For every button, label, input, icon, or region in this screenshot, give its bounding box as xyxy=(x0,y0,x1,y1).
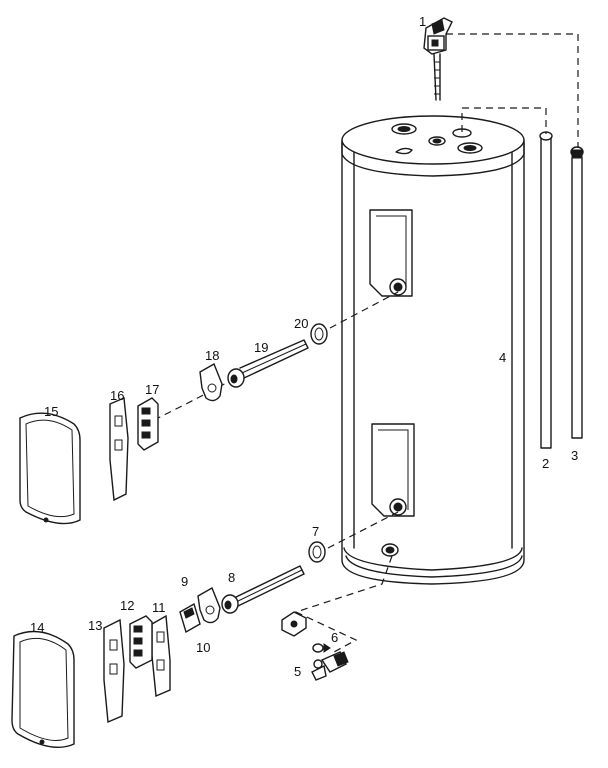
callout-7: 7 xyxy=(312,524,319,539)
relief-valve xyxy=(423,17,453,101)
drain-valve-5 xyxy=(311,651,349,681)
callout-6: 6 xyxy=(331,630,338,645)
upper-element-opening xyxy=(369,209,413,297)
callout-5: 5 xyxy=(294,664,301,679)
drain-washer-6 xyxy=(312,643,331,653)
callout-10: 10 xyxy=(196,640,210,655)
callout-14: 14 xyxy=(30,620,44,635)
upper-heating-element xyxy=(227,339,309,388)
callout-8: 8 xyxy=(228,570,235,585)
lower-thermostat-11 xyxy=(151,614,171,698)
thermostat-bracket-13 xyxy=(103,618,125,724)
lower-element-opening xyxy=(371,423,415,517)
lower-access-cover-14 xyxy=(11,630,75,748)
callout-13: 13 xyxy=(88,618,102,633)
lower-heating-element xyxy=(221,565,305,614)
gasket-7 xyxy=(308,541,326,563)
leader-lines xyxy=(153,33,579,653)
callout-4: 4 xyxy=(499,350,506,365)
upper-thermostat-17 xyxy=(137,397,159,451)
drain-nut xyxy=(281,611,307,637)
thermostat-bracket-16 xyxy=(109,396,129,502)
dip-tube-2 xyxy=(539,131,553,449)
callout-9: 9 xyxy=(181,574,188,589)
tank xyxy=(341,115,525,585)
callout-16: 16 xyxy=(110,388,124,403)
upper-access-cover-15 xyxy=(19,412,81,525)
callout-12: 12 xyxy=(120,598,134,613)
thermostat-12 xyxy=(129,615,153,669)
dip-tube-3 xyxy=(570,146,584,439)
gasket-20 xyxy=(310,323,328,345)
callout-labels: 1 2 3 4 5 6 7 8 9 10 11 12 13 14 15 16 1… xyxy=(30,14,578,679)
element-bracket-18 xyxy=(199,362,223,402)
callout-19: 19 xyxy=(254,340,268,355)
callout-15: 15 xyxy=(44,404,58,419)
callout-17: 17 xyxy=(145,382,159,397)
callout-20: 20 xyxy=(294,316,308,331)
terminal-block-10 xyxy=(179,602,201,634)
callout-11: 11 xyxy=(152,600,166,615)
callout-2: 2 xyxy=(542,456,549,471)
callout-1: 1 xyxy=(419,14,426,29)
element-bracket-9 xyxy=(197,586,221,624)
callout-3: 3 xyxy=(571,448,578,463)
callout-18: 18 xyxy=(205,348,219,363)
